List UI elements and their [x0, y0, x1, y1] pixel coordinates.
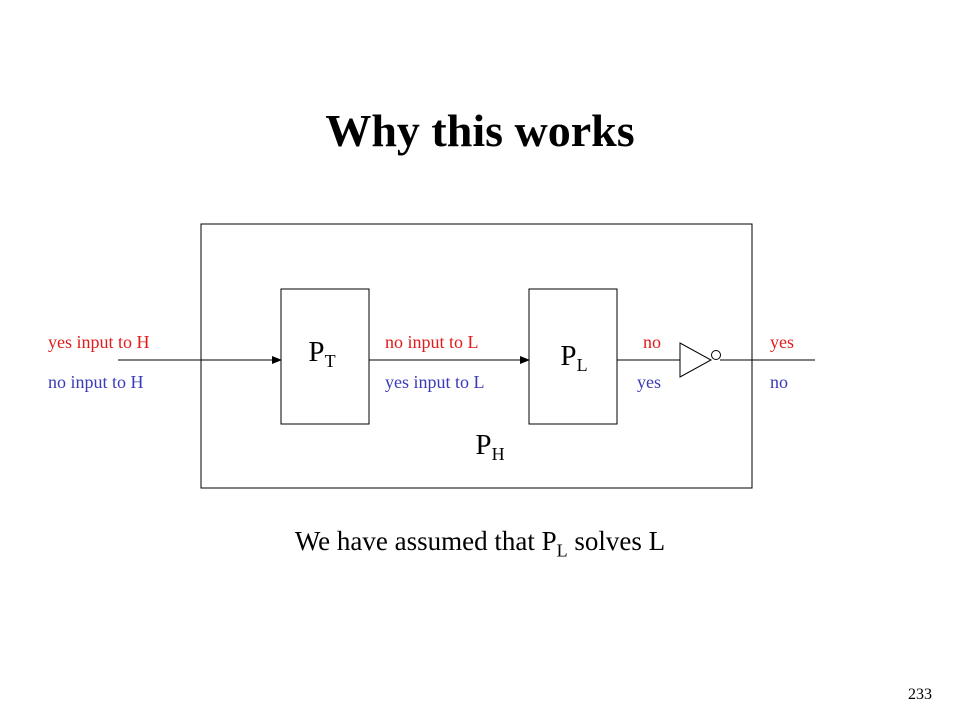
program-t-label: PT: [308, 336, 335, 371]
input-label-no: no input to H: [48, 372, 144, 392]
final-output-label-yes: yes: [770, 332, 794, 352]
pl-output-label-no: no: [643, 332, 661, 352]
program-h-label: PH: [475, 429, 504, 464]
input-label-yes: yes input to H: [48, 332, 150, 352]
page-number: 233: [908, 686, 932, 703]
middle-label-yes: yes input to L: [385, 372, 485, 392]
inverter-gate: [679, 342, 713, 378]
middle-label-no: no input to L: [385, 332, 479, 352]
pl-output-label-yes: yes: [637, 372, 661, 392]
final-output-label-no: no: [770, 372, 788, 392]
inverter-bubble: [711, 350, 721, 360]
slide-title: Why this works: [325, 105, 635, 156]
assumption-caption: We have assumed that PL solves L: [294, 526, 666, 561]
outer-program-box: [200, 223, 753, 489]
program-l-label: PL: [560, 340, 587, 375]
